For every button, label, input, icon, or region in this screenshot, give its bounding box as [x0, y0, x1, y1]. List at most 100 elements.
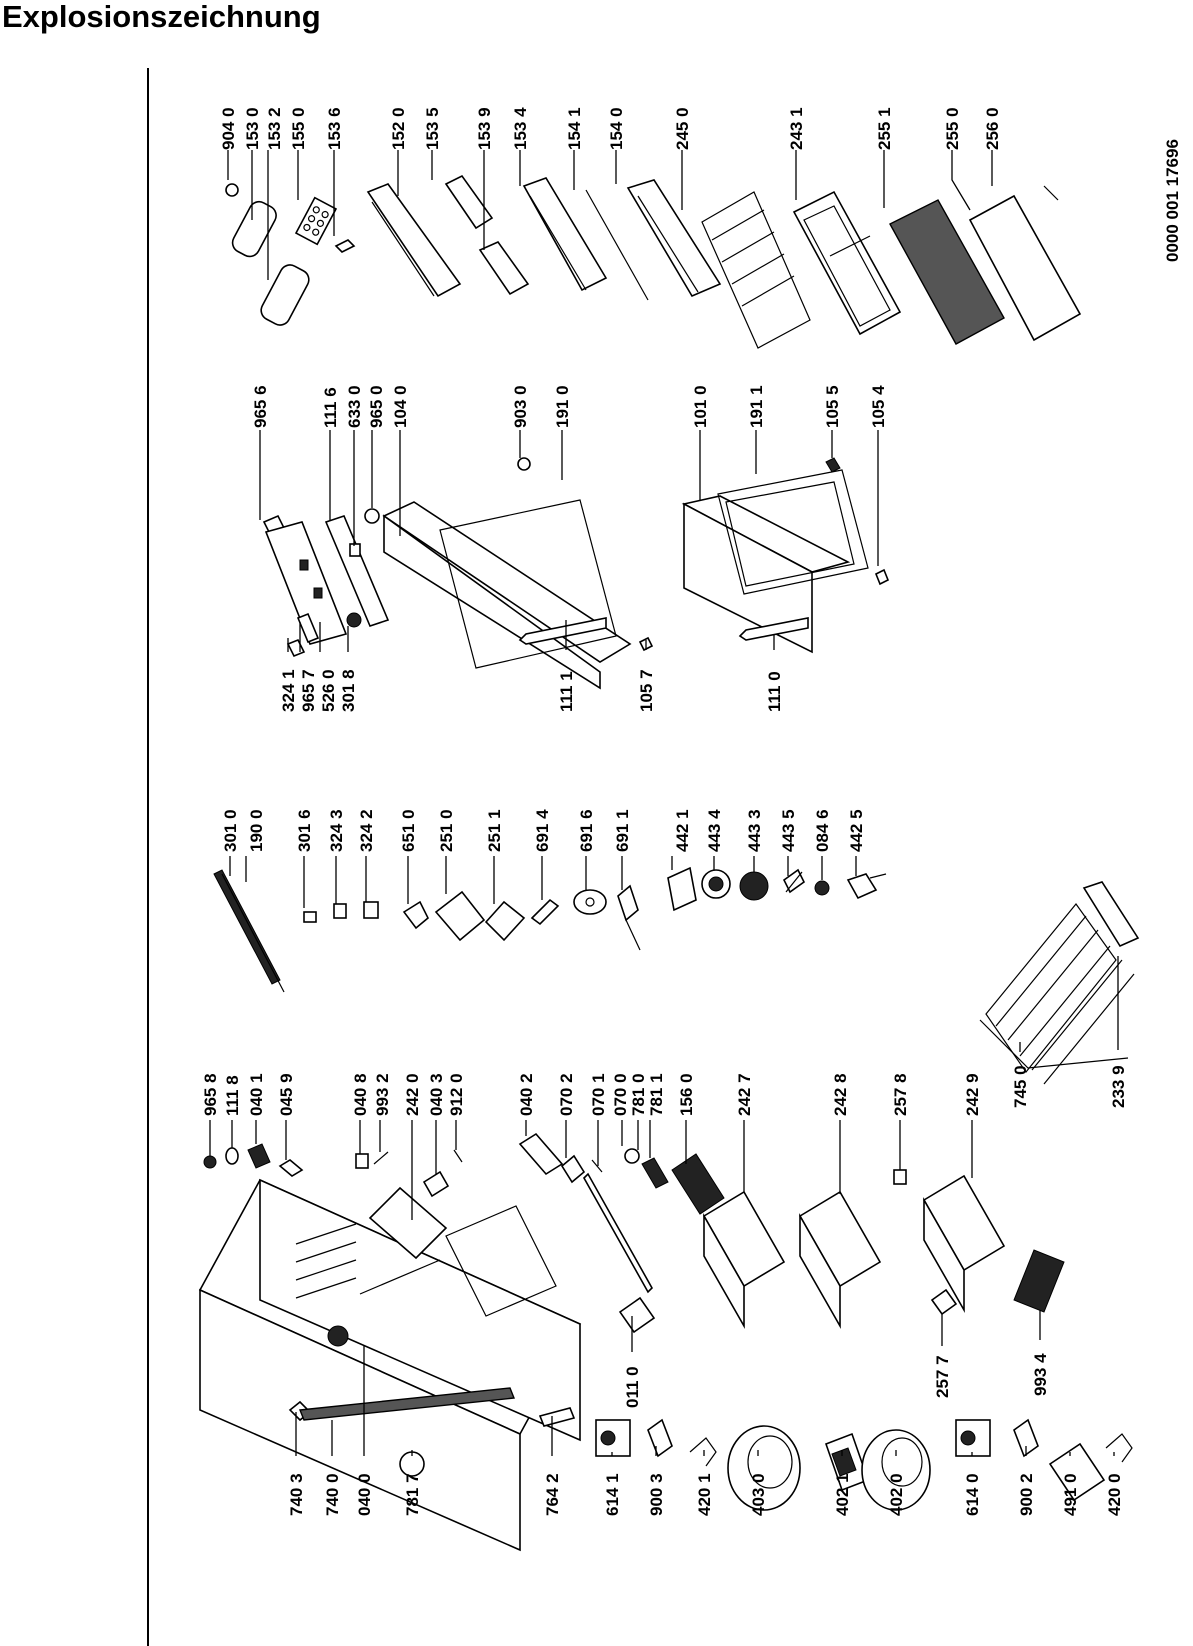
part-label: 104 0	[391, 385, 410, 428]
part-443-3	[739, 871, 769, 901]
part-993-2	[373, 1151, 389, 1165]
part-242-9	[922, 1174, 1006, 1314]
part-257-7	[930, 1288, 958, 1316]
part-label: 242 7	[735, 1073, 754, 1116]
part-label: 257 7	[933, 1355, 952, 1398]
part-105-5	[825, 457, 841, 473]
part-label: 045 9	[277, 1073, 296, 1116]
part-040-8	[355, 1153, 369, 1169]
part-label: 442 1	[673, 809, 692, 852]
part-324-1	[286, 638, 306, 658]
part-label: 190 0	[247, 809, 266, 852]
part-070-2	[560, 1154, 586, 1184]
labels-column-2: 965 6 111 6 633 0 965 0 104 0 903 0 191 …	[251, 385, 888, 712]
part-633-0	[349, 543, 361, 557]
part-label: 243 1	[787, 107, 806, 150]
part-label: 740 0	[323, 1473, 342, 1516]
part-040-3	[422, 1170, 450, 1198]
part-label: 965 7	[299, 669, 318, 712]
part-324-3	[333, 903, 347, 919]
part-324-2	[363, 901, 379, 919]
part-label: 324 1	[279, 669, 298, 712]
part-label: 153 9	[475, 107, 494, 150]
part-label: 040 0	[355, 1473, 374, 1516]
part-label: 242 0	[403, 1073, 422, 1116]
part-label: 420 1	[695, 1473, 714, 1516]
part-label: 614 1	[603, 1473, 622, 1516]
part-903-0	[517, 457, 531, 471]
part-label: 191 0	[553, 385, 572, 428]
part-label: 233 9	[1109, 1065, 1128, 1108]
part-781-0	[624, 1148, 640, 1164]
part-label: 420 0	[1105, 1473, 1124, 1516]
part-257-8	[893, 1169, 907, 1185]
part-label: 040 2	[517, 1073, 536, 1116]
part-label: 491 0	[1061, 1473, 1080, 1516]
parts-column-3	[213, 866, 1140, 1085]
margin-divider-line	[147, 68, 149, 1646]
part-420-1	[689, 1437, 717, 1467]
part-label: 691 4	[533, 809, 552, 852]
part-243-1	[792, 190, 902, 336]
part-104-0	[382, 501, 632, 690]
part-label: 257 8	[891, 1073, 910, 1116]
part-label: 324 2	[357, 809, 376, 852]
part-443-5	[782, 868, 806, 894]
part-153-5	[444, 174, 494, 230]
part-label: 191 1	[747, 385, 766, 428]
part-label: 781 1	[647, 1073, 666, 1116]
part-153-2	[260, 264, 310, 326]
part-651-0	[402, 900, 429, 930]
part-691-6	[573, 889, 607, 915]
part-255-0	[968, 194, 1082, 342]
part-label: 614 0	[963, 1473, 982, 1516]
part-label: 324 3	[327, 809, 346, 852]
part-label: 105 5	[823, 385, 842, 428]
part-301-6	[303, 911, 317, 923]
part-084-6	[814, 880, 830, 896]
part-label: 781 7	[403, 1473, 422, 1516]
part-label: 242 8	[831, 1073, 850, 1116]
part-301-0	[213, 869, 281, 985]
part-526-0	[264, 521, 348, 645]
part-904-0	[225, 183, 239, 197]
part-label: 443 4	[705, 809, 724, 852]
part-191-0	[439, 499, 617, 669]
part-label: 255 1	[875, 107, 894, 150]
part-011-0	[618, 1296, 656, 1334]
part-label: 301 6	[295, 809, 314, 852]
part-155-0	[294, 196, 338, 246]
part-153-6	[334, 239, 356, 253]
part-045-9	[278, 1159, 304, 1177]
part-label: 153 2	[265, 107, 284, 150]
part-993-4	[1013, 1249, 1065, 1313]
part-label: 040 1	[247, 1073, 266, 1116]
part-label: 691 1	[613, 809, 632, 852]
part-label: 251 1	[485, 809, 504, 852]
part-label: 070 1	[589, 1073, 608, 1116]
part-label: 740 3	[287, 1473, 306, 1516]
page-title: Explosionszeichnung	[2, 0, 321, 34]
part-233-9	[1082, 881, 1140, 948]
part-965-8	[203, 1155, 217, 1169]
document-number: 0000 001 17696	[1163, 139, 1182, 262]
part-label: 084 6	[813, 809, 832, 852]
part-442-5	[846, 873, 887, 900]
labels-column-1: 904 0 153 0 153 2 155 0 153 6 152 0 153 …	[219, 107, 1002, 150]
part-label: 691 6	[577, 809, 596, 852]
part-256-0	[1043, 185, 1059, 201]
part-label: 443 5	[779, 809, 798, 852]
part-label: 900 2	[1017, 1473, 1036, 1516]
part-614-1	[595, 1419, 631, 1457]
part-label: 900 3	[647, 1473, 666, 1516]
part-442-1	[667, 866, 697, 912]
part-402-0	[861, 1429, 931, 1511]
part-040-1	[247, 1143, 271, 1169]
part-label: 070 2	[557, 1073, 576, 1116]
parts-column-4	[198, 1132, 1133, 1552]
part-912-0	[453, 1149, 463, 1163]
part-label: 764 2	[543, 1473, 562, 1516]
part-111-0	[738, 617, 809, 641]
part-614-0	[955, 1419, 991, 1457]
part-040-0	[327, 1325, 349, 1347]
